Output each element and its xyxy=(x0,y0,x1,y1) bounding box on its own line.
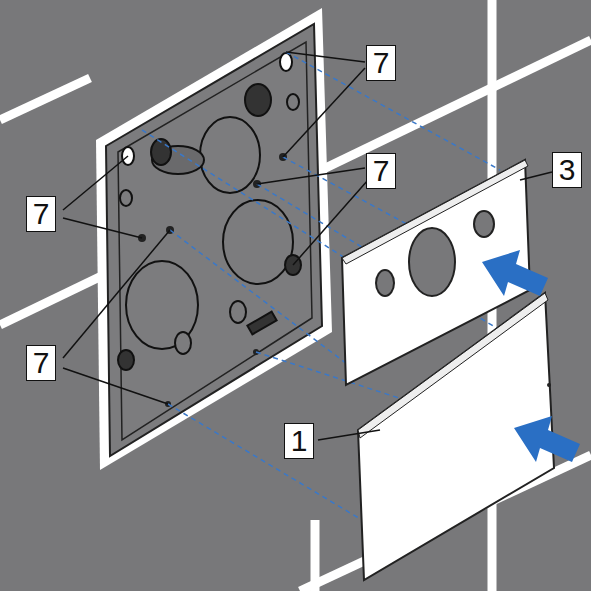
callout-number: 7 xyxy=(26,196,56,232)
callout-number: 7 xyxy=(26,345,56,381)
callout-number: 7 xyxy=(366,153,396,189)
callout-number: 7 xyxy=(366,45,396,81)
callout-number: 1 xyxy=(284,423,314,459)
callout-number: 3 xyxy=(552,152,582,188)
